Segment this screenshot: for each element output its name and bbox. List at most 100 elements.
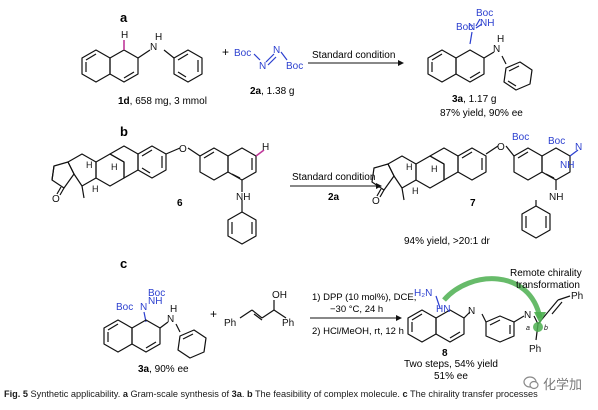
product-7-result: 94% yield, >20:1 dr [404,236,491,247]
atom-label-b: b [544,325,548,332]
compound-7-label: 7 [470,198,476,209]
atom-h-6-aryl: H [262,142,269,153]
atom-h-7-c: H [412,186,419,196]
atom-boc-2a-left: Boc [234,48,251,59]
caption-text5: The chirality transfer processes [407,389,538,399]
atom-boc-3a-left: Boc [456,22,473,33]
product-3a-label: 3a [452,94,464,105]
arrow-c-step1b: −30 °C, 24 h [330,304,383,315]
reactant-3a-c-ee: , 90% ee [149,364,189,375]
atom-h-6-b: H [111,162,118,172]
atom-oh-alcohol: OH [272,290,287,301]
atom-nh-7-amine: NH [549,192,563,203]
caption-c: c [402,389,408,399]
compound-7-structure [371,145,579,239]
atom-label-a: a [526,325,530,332]
reactant-2a-amount: , 1.38 g [261,86,294,97]
arrow-c-step2: 2) HCl/MeOH, rt, 12 h [312,326,404,337]
reactant-1d-caption: 1d, 658 mg, 3 mmol [118,96,207,107]
atom-h-3a-c: H [170,304,177,315]
atom-o-7-ketone: O [372,196,380,207]
panel-c-label: c [120,256,127,271]
atom-h-7-a: H [406,162,413,172]
atom-n1-2a: N [259,61,266,72]
product-3a-caption: 3a, 1.17 g [452,94,496,105]
atom-boc-3a-top: Boc [476,8,493,19]
atom-h-6-a: H [86,160,93,170]
atom-boc-7-right: Boc [548,136,565,147]
atom-h-nh-1d: H [155,32,162,43]
arrow-head-c [396,315,402,321]
product-8-result1: Two steps, 54% yield [404,359,498,370]
atom-ph-8-bottom: Ph [529,344,541,355]
figure-caption: Fig. 5 Synthetic applicability. a Gram-s… [4,388,598,400]
atom-o-6-ether: O [179,144,187,155]
compound-3a-structure: Boc Boc N NH [427,8,533,91]
atom-boc-7-top: Boc [512,132,529,143]
remote-title-line2: transformation [516,280,580,291]
atom-h-3a-amine: H [497,34,504,45]
atom-n2-2a: N [273,45,280,56]
caption-a: a [122,389,128,399]
compound-6-label: 6 [177,198,183,209]
atom-n-7: N [575,142,582,153]
atom-n-3a: N [468,22,475,33]
atom-o-7-ether: O [497,142,505,153]
product-3a-result: 87% yield, 90% ee [440,108,523,119]
compound-alcohol-structure [239,300,287,321]
atom-h2n-8: H₂N [414,288,432,299]
reactant-2a-caption: 2a, 1.38 g [250,86,294,97]
watermark-text: 化学加 [542,376,582,392]
atom-h-6-c: H [92,184,99,194]
plus-sign-c: + [210,307,217,321]
chat-bubble-icon [523,376,539,390]
atom-ph-8-top: Ph [571,291,583,302]
atom-o-6-ketone: O [52,194,60,205]
compound-8-structure [407,295,571,343]
chirality-transfer-arrowhead [534,312,546,324]
product-8-result2: 51% ee [434,371,468,382]
caption-text1: Synthetic applicability. [28,389,123,399]
caption-fig-label: Fig. 5 [4,389,28,399]
figure-canvas: a H N H 1d, 658 mg, 3 mmol + Boc N N Boc… [51,8,583,382]
atom-nh-1d: N [150,42,157,53]
atom-nh-3a-c: NH [148,296,162,307]
compound-6-structure [51,145,265,245]
atom-nh-3a-c: N [167,314,174,325]
reactant-3a-c-label: 3a [138,364,150,375]
caption-b: b [246,389,253,399]
remote-title-line1: Remote chirality [510,268,582,279]
plus-sign-a: + [222,45,229,59]
atom-boc-2a-right: Boc [286,61,303,72]
caption-text2: Gram-scale synthesis of [127,389,232,399]
atom-n-8: N [468,306,475,317]
watermark: 化学加 [520,374,584,392]
atom-nh-7: NH [560,160,574,171]
arrow-c-step1: 1) DPP (10 mol%), DCE, [312,292,416,303]
compound-8-label: 8 [442,348,448,359]
reactant-2a-label: 2a [250,86,262,97]
atom-n-8-right: N [524,310,531,321]
atom-h-7-b: H [431,164,438,174]
atom-h-1d: H [121,30,128,41]
arrow-a-condition: Standard condition [312,50,395,61]
atom-n-3a-c: N [140,302,147,313]
reactant-3a-c-caption: 3a, 90% ee [138,364,189,375]
atom-boc-3a-c-left: Boc [116,302,133,313]
reactant-1d-amount: , 658 mg, 3 mmol [130,96,207,107]
caption-3a: 3a [231,389,242,399]
arrow-b-reagent: 2a [328,192,340,203]
atom-nh-3a: NH [480,18,494,29]
atom-ph-alcohol-right: Ph [282,318,294,329]
caption-text3: . [241,389,247,399]
arrow-head-a [398,60,404,66]
atom-boc-3a-c-top: Boc [148,288,165,299]
atom-nh-6: NH [236,192,250,203]
panel-b-label: b [120,124,128,139]
compound-2a-structure: Boc N N Boc [234,45,303,72]
atom-hn-8: HN [436,304,450,315]
arrow-b-condition: Standard condition [292,172,375,183]
chirality-transfer-arrow [442,276,543,319]
stereocenter-marker [533,322,543,332]
product-3a-amount: , 1.17 g [463,94,496,105]
